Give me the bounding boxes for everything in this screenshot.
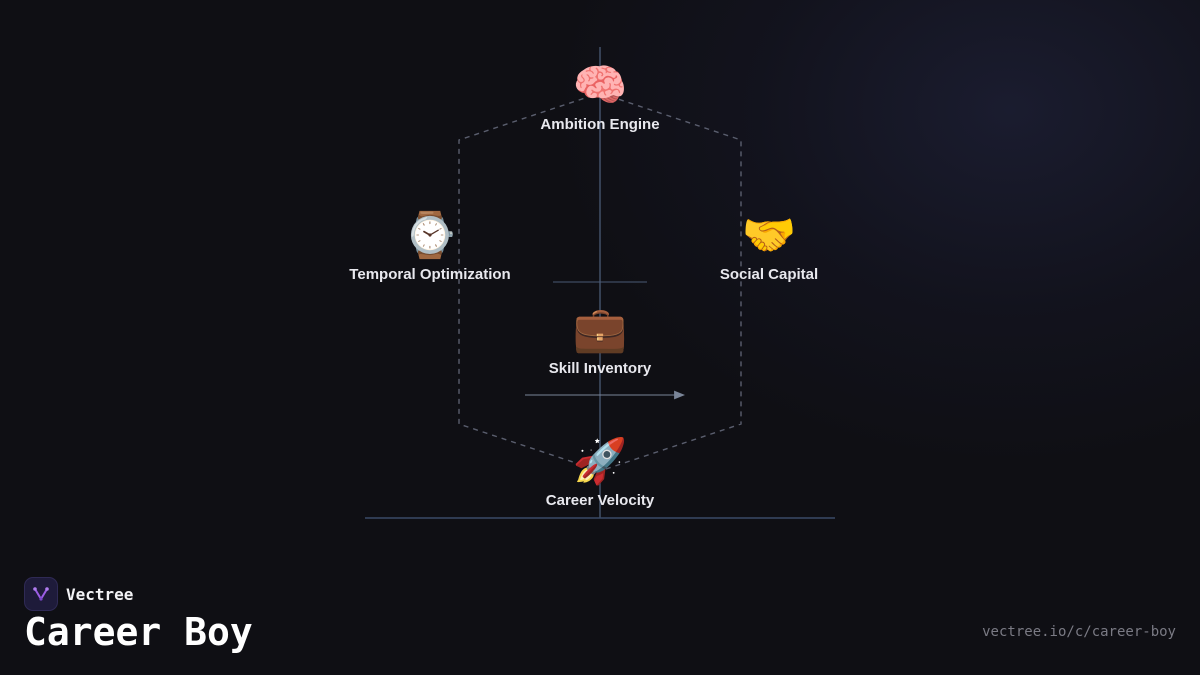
rocket-icon: 🚀: [572, 437, 628, 486]
node-ambition-engine: 🧠 Ambition Engine: [490, 60, 710, 133]
node-career-velocity: 🚀 Career Velocity: [490, 436, 710, 509]
node-label: Temporal Optimization: [349, 266, 511, 283]
vectree-logo-icon: [24, 577, 58, 611]
handshake-icon: 🤝: [741, 211, 797, 260]
briefcase-icon: 💼: [572, 305, 628, 354]
node-social-capital: 🤝 Social Capital: [659, 210, 879, 283]
watch-icon: ⌚: [402, 211, 458, 260]
brand-name: Vectree: [66, 584, 134, 604]
page-title: Career Boy: [24, 610, 253, 654]
node-label: Ambition Engine: [540, 116, 660, 133]
node-skill-inventory: 💼 Skill Inventory: [490, 304, 710, 377]
page-url[interactable]: vectree.io/c/career-boy: [982, 624, 1176, 640]
brain-icon: 🧠: [572, 61, 628, 110]
node-label: Social Capital: [719, 266, 819, 283]
node-temporal-optimization: ⌚ Temporal Optimization: [320, 210, 540, 283]
brand: Vectree: [24, 577, 133, 611]
node-label: Career Velocity: [545, 492, 655, 509]
node-label: Skill Inventory: [548, 360, 652, 377]
background-glow: [560, 0, 1200, 460]
